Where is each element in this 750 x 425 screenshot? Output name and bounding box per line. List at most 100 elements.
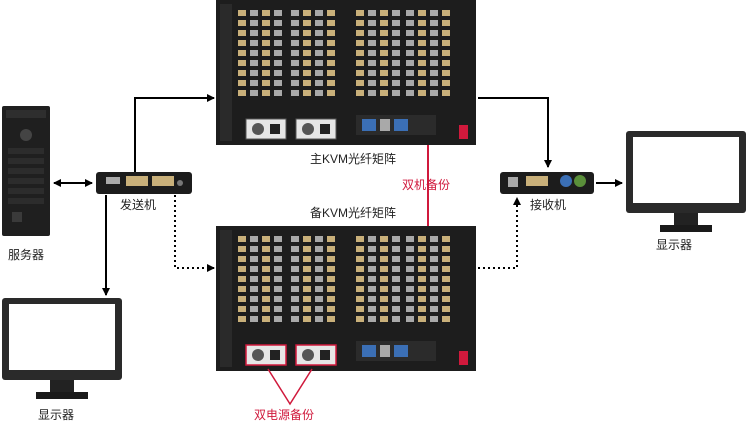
port [303,80,311,86]
server-tower [2,106,50,236]
port [418,256,426,262]
port [315,246,323,252]
port [368,10,376,16]
port [406,40,414,46]
port [430,236,438,242]
port [406,50,414,56]
port [262,20,270,26]
port [442,296,450,302]
port [238,50,246,56]
port [291,276,299,282]
port [442,40,450,46]
port [250,70,258,76]
port [442,236,450,242]
port [238,306,246,312]
vga-port [362,119,376,131]
port [380,50,388,56]
port [380,80,388,86]
port [250,316,258,322]
port [250,266,258,272]
port [368,296,376,302]
port [392,30,400,36]
port [442,306,450,312]
port [250,286,258,292]
port [238,20,246,26]
port [303,296,311,302]
port [315,90,323,96]
port [262,80,270,86]
port [315,256,323,262]
port [430,266,438,272]
port [238,60,246,66]
port [327,30,335,36]
port [418,246,426,252]
port [262,236,270,242]
main-receiver-link [478,97,552,168]
port [356,90,364,96]
port [250,306,258,312]
port [368,316,376,322]
port [327,70,335,76]
power-switch [459,125,468,139]
port [392,246,400,252]
port [392,236,400,242]
port [380,256,388,262]
port [250,20,258,26]
port [291,30,299,36]
port [356,256,364,262]
port [238,80,246,86]
port [303,90,311,96]
backup-matrix-label: 备KVM光纤矩阵 [310,206,397,220]
port [356,50,364,56]
port [406,266,414,272]
port [430,296,438,302]
receiver-box [500,172,594,194]
port [291,266,299,272]
port [368,266,376,272]
port [250,80,258,86]
port [356,316,364,322]
backup-receiver-link [478,197,521,269]
port [430,316,438,322]
port [368,90,376,96]
port [250,276,258,282]
port [291,316,299,322]
port [327,40,335,46]
port [274,70,282,76]
port [430,246,438,252]
port [291,306,299,312]
port [315,276,323,282]
port [356,246,364,252]
transmitter-box [96,172,192,194]
port [380,286,388,292]
monitor-left [2,298,122,399]
receiver-label: 接收机 [530,198,567,212]
port [356,286,364,292]
port [327,90,335,96]
port [430,286,438,292]
port [392,90,400,96]
port [368,60,376,66]
port [250,60,258,66]
port [262,90,270,96]
port [406,286,414,292]
transmitter-main-link [134,94,215,172]
port [274,296,282,302]
power-socket [270,350,280,360]
port [406,256,414,262]
port [380,60,388,66]
port [418,276,426,282]
port [430,60,438,66]
port [392,50,400,56]
port [238,90,246,96]
fan-icon [252,349,264,361]
port [315,266,323,272]
port [392,296,400,302]
port [274,256,282,262]
port [406,276,414,282]
port [368,50,376,56]
port [380,30,388,36]
port [274,246,282,252]
port [238,256,246,262]
